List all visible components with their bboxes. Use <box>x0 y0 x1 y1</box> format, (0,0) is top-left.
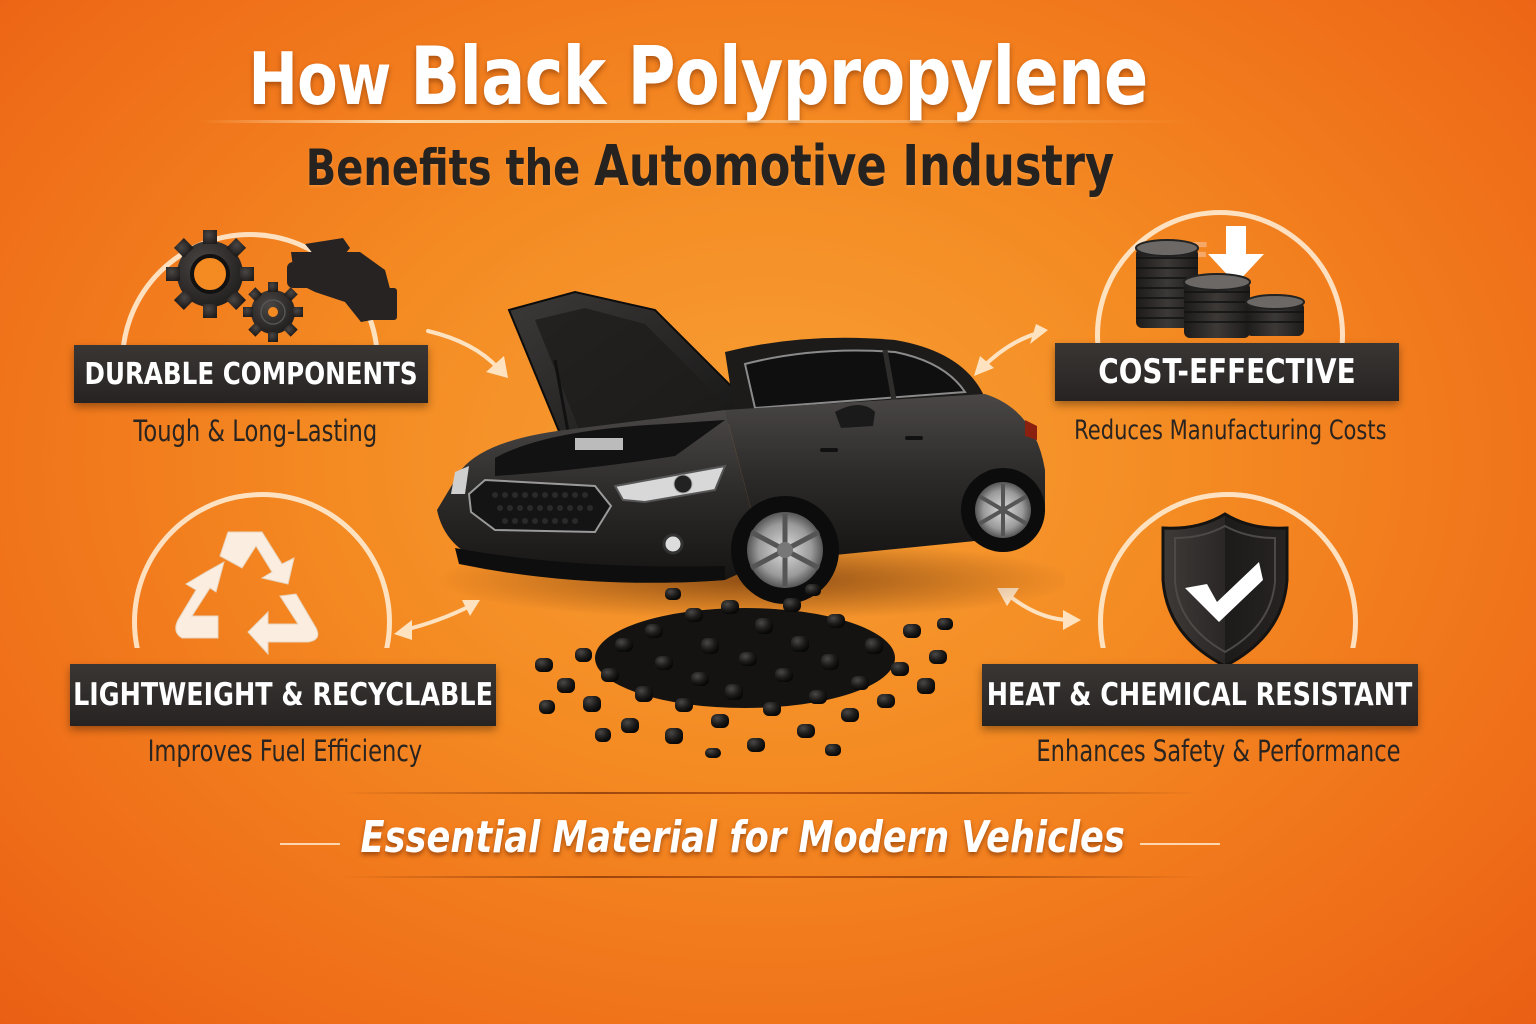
durable-subtitle: Tough & Long-Lasting <box>133 414 377 448</box>
cost-heading: COST-EFFECTIVE <box>1098 352 1356 392</box>
gears-and-auto-part-icon <box>166 230 397 342</box>
arrow-recyclable-to-car-icon <box>394 600 480 640</box>
title-divider <box>200 120 1200 123</box>
arrow-cost-to-car-icon <box>974 324 1048 376</box>
subtitle-emphasis: Automotive Industry <box>594 134 1115 199</box>
arrow-durable-to-car-icon <box>426 329 508 378</box>
cost-subtitle: Reduces Manufacturing Costs <box>1074 415 1387 446</box>
recyclable-subtitle: Improves Fuel Efficiency <box>147 734 423 768</box>
black-polypropylene-pellets-image <box>535 584 953 758</box>
coin-stacks-down-arrow-icon: F <box>1135 226 1305 338</box>
resistant-subtitle: Enhances Safety & Performance <box>1036 734 1401 768</box>
heat-chemical-resistant-banner: HEAT & CHEMICAL RESISTANT <box>982 664 1418 726</box>
subtitle-prefix: Benefits the <box>305 139 581 197</box>
black-sedan-car-image <box>435 290 1065 620</box>
recyclable-heading: LIGHTWEIGHT & RECYCLABLE <box>73 677 493 713</box>
durable-components-banner: DURABLE COMPONENTS <box>74 345 428 403</box>
cost-effective-banner: COST-EFFECTIVE <box>1055 343 1399 401</box>
shield-check-icon <box>1161 512 1289 668</box>
title-emphasis: Black Polypropylene <box>410 30 1148 123</box>
resistant-heading: HEAT & CHEMICAL RESISTANT <box>987 677 1413 713</box>
footer-top-rule <box>340 792 1200 794</box>
footer-right-line <box>1140 843 1220 845</box>
recycle-icon <box>175 531 319 655</box>
lightweight-recyclable-banner: LIGHTWEIGHT & RECYCLABLE <box>70 664 496 726</box>
footer-tagline: Essential Material for Modern Vehicles <box>360 812 1126 863</box>
footer-bottom-rule <box>340 876 1200 878</box>
footer-left-line <box>280 843 340 845</box>
title-prefix: How <box>248 37 391 121</box>
durable-heading: DURABLE COMPONENTS <box>84 356 418 392</box>
page-title-line-1: How Black Polypropylene <box>126 30 1271 123</box>
page-title-line-2: Benefits the Automotive Industry <box>142 134 1278 199</box>
